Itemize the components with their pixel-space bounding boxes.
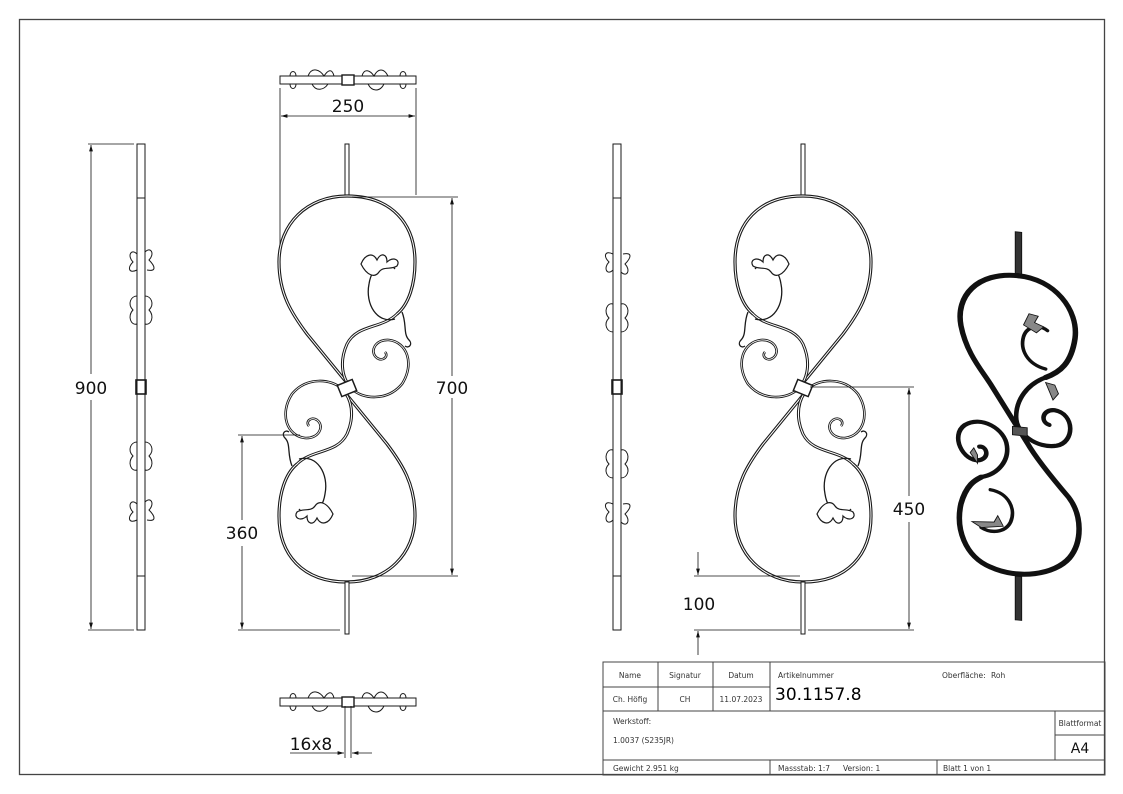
side-view-right <box>604 143 631 631</box>
front-view <box>277 142 417 636</box>
tb-blattformat-value: A4 <box>1071 741 1090 757</box>
dim-250-label: 250 <box>332 97 364 117</box>
back-view <box>733 142 873 636</box>
dim-450-label: 450 <box>893 500 925 520</box>
tb-header-name: Name <box>619 671 642 680</box>
tb-blattformat-label: Blattformat <box>1059 719 1102 728</box>
tb-artikelnummer-label: Artikelnummer <box>778 671 835 680</box>
dim-100-label: 100 <box>683 595 715 615</box>
tb-gewicht: Gewicht 2.951 kg <box>613 764 679 773</box>
dimension-250 <box>279 88 417 270</box>
tb-signatur-value: CH <box>680 695 691 704</box>
dim-360-label: 360 <box>226 524 258 544</box>
tb-version: Version: 1 <box>843 764 880 773</box>
drawing-frame <box>18 18 1106 776</box>
tb-oberflaeche-label: Oberfläche: <box>942 671 986 680</box>
top-view <box>279 69 417 91</box>
dim-900-label: 900 <box>75 379 107 399</box>
tb-werkstoff-label: Werkstoff: <box>613 717 651 726</box>
side-view-left <box>128 143 155 631</box>
title-block <box>602 661 1106 776</box>
bottom-view <box>279 691 417 713</box>
dim-16x8-label: 16x8 <box>290 735 333 755</box>
dimension-360 <box>238 434 340 631</box>
tb-oberflaeche-value: Roh <box>991 671 1005 680</box>
tb-header-datum: Datum <box>728 671 753 680</box>
tb-name-value: Ch. Höfig <box>613 695 648 704</box>
dimension-16x8 <box>290 706 372 758</box>
dim-700-label: 700 <box>436 379 468 399</box>
dimension-100 <box>694 552 800 655</box>
dimension-700 <box>352 196 458 577</box>
tb-artikelnummer-value: 30.1157.8 <box>775 685 862 705</box>
tb-werkstoff-value: 1.0037 (S235JR) <box>613 736 674 745</box>
tb-datum-value: 11.07.2023 <box>720 695 763 704</box>
tb-header-signatur: Signatur <box>669 671 702 680</box>
tb-massstab: Massstab: 1:7 <box>778 764 830 773</box>
dimension-900 <box>88 143 134 631</box>
tb-blatt: Blatt 1 von 1 <box>943 764 991 773</box>
dimension-450 <box>808 386 914 631</box>
isometric-view <box>955 231 1082 621</box>
